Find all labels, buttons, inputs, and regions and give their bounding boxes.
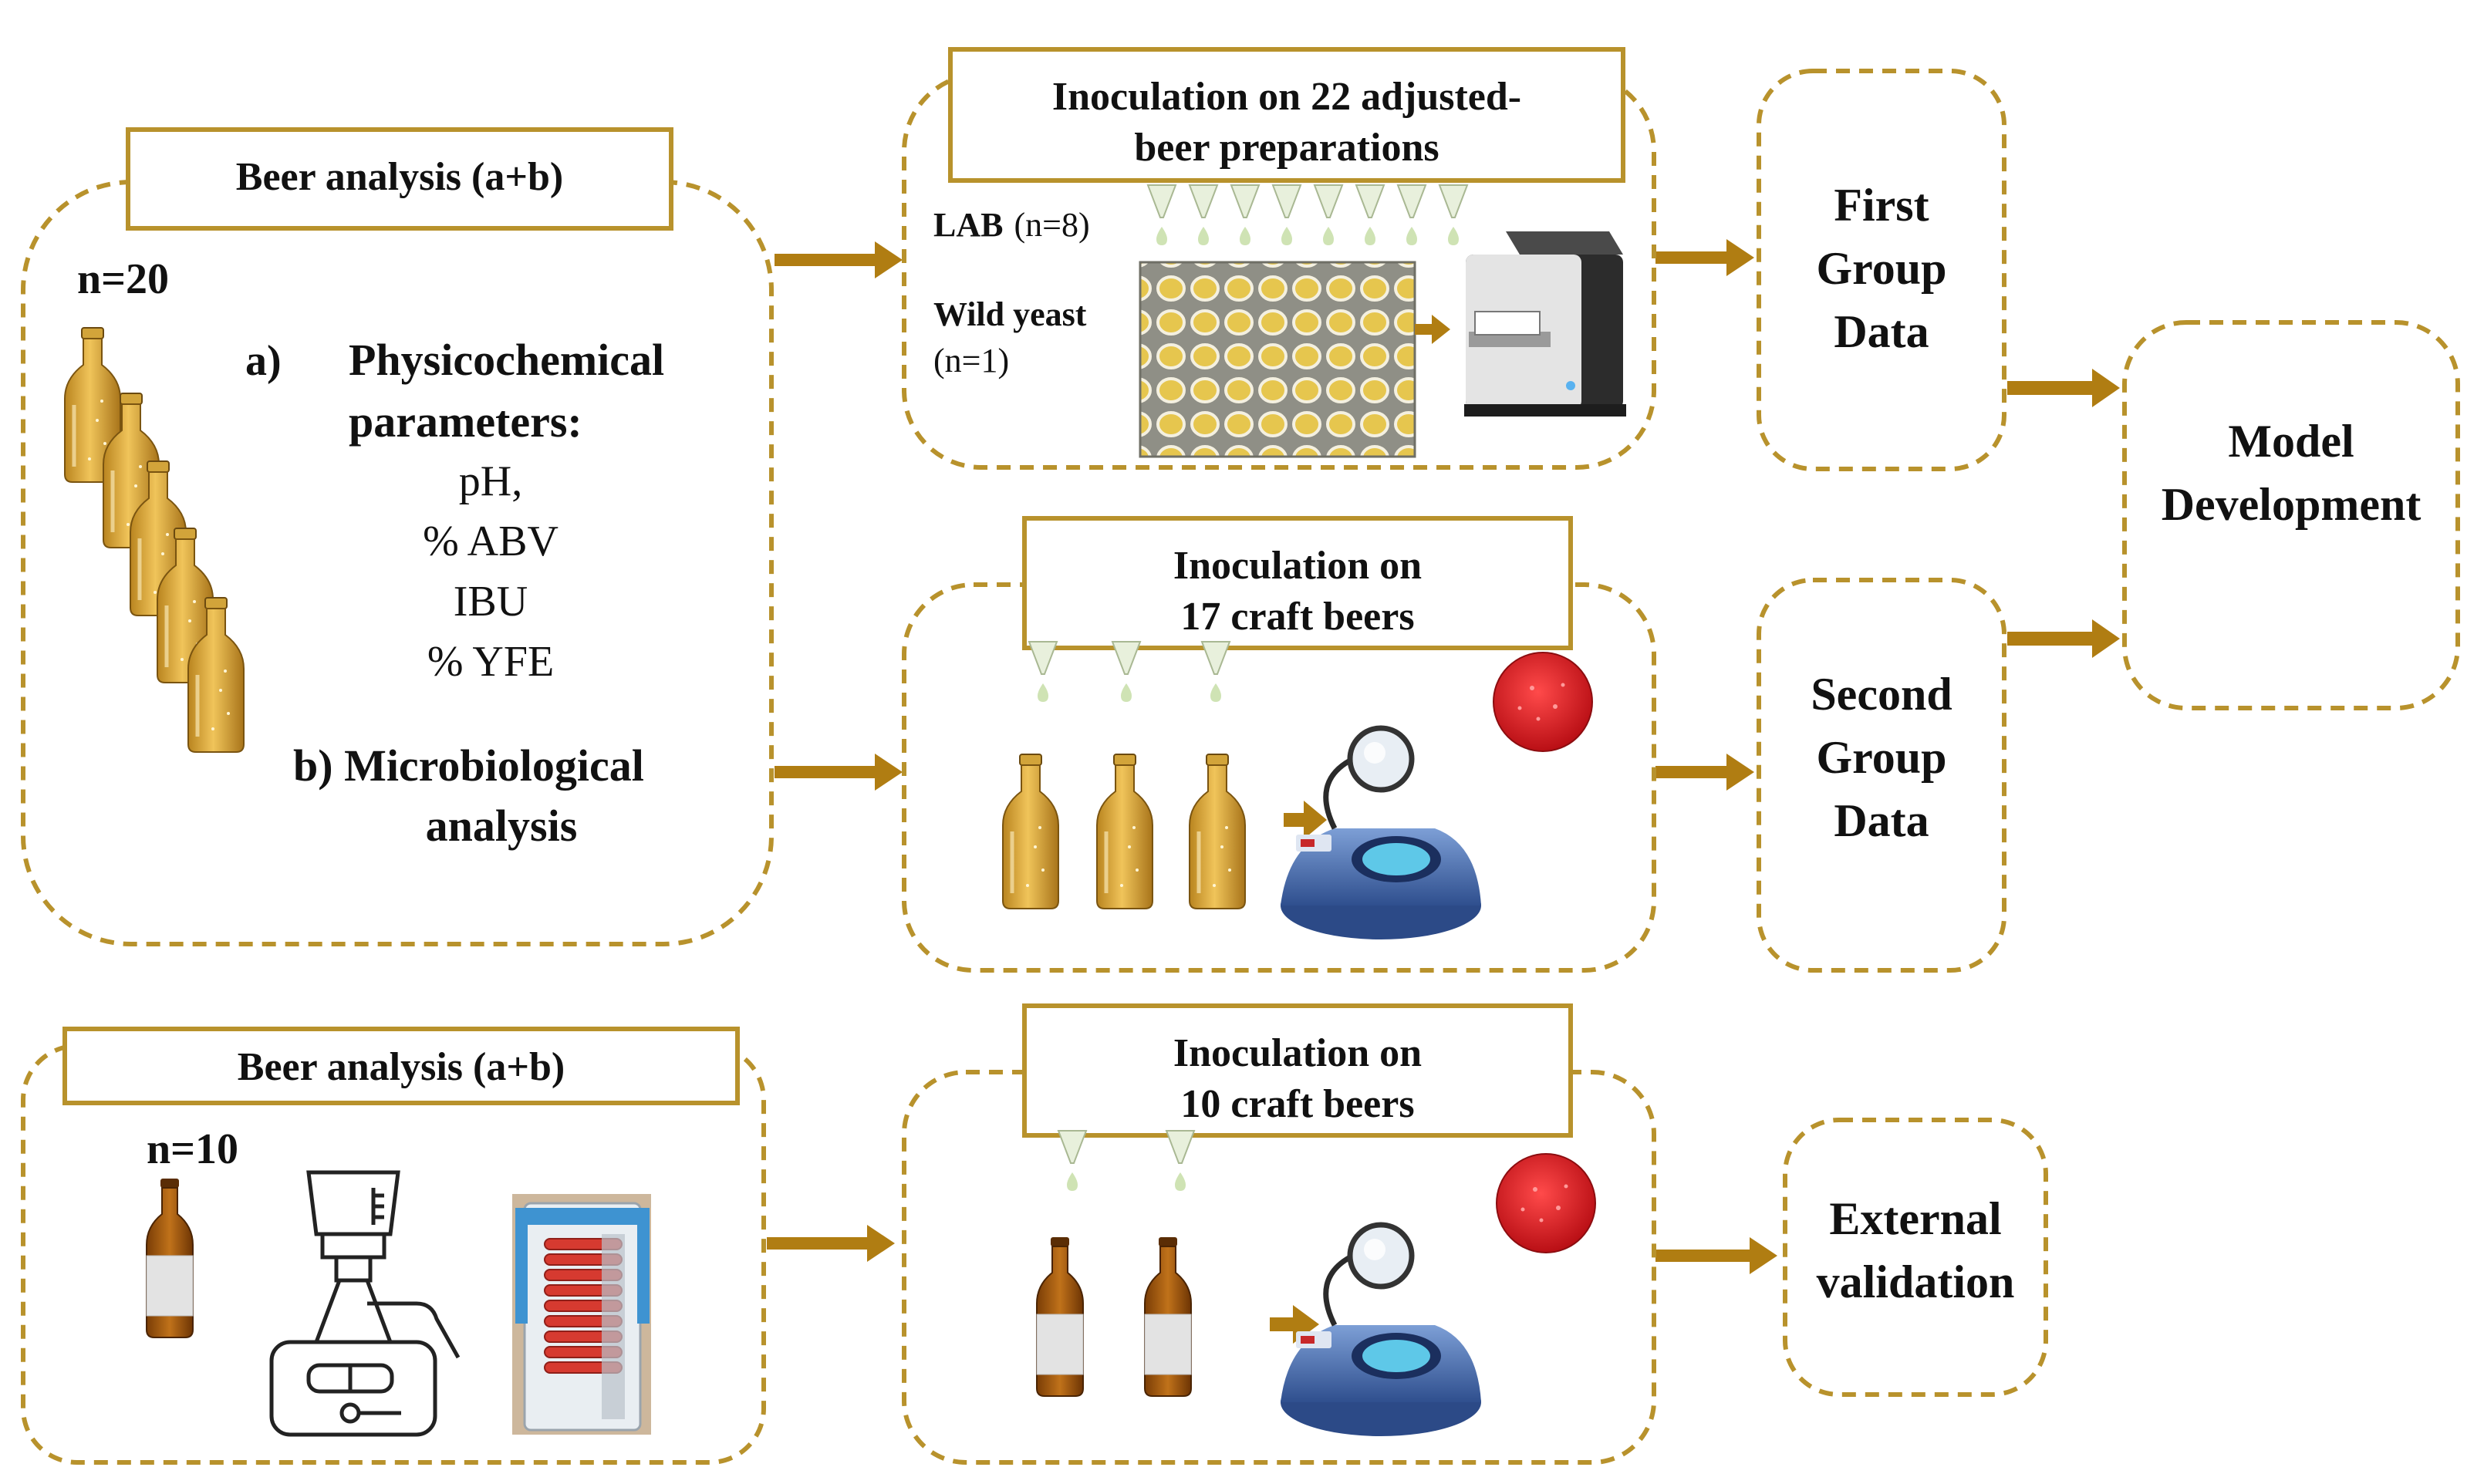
panel-title-box bbox=[1022, 516, 1573, 650]
second-group-line2: Group bbox=[1817, 732, 1947, 783]
param-abv: % ABV bbox=[423, 518, 559, 565]
lab-label: LAB bbox=[933, 206, 1003, 244]
box-frame bbox=[1757, 578, 2006, 973]
panel-title-line2: beer preparations bbox=[1134, 126, 1439, 170]
first-group-line1: First bbox=[1834, 180, 1929, 231]
panel-inoculation-22: Inoculation on 22 adjusted- beer prepara… bbox=[902, 47, 1656, 470]
first-group-line3: Data bbox=[1834, 306, 1929, 357]
lab-count: (n=8) bbox=[1014, 206, 1089, 244]
sample-size: n=10 bbox=[147, 1125, 238, 1173]
wild-yeast-count: (n=1) bbox=[933, 342, 1009, 379]
petri-dish-icon bbox=[1496, 1153, 1596, 1253]
item-a-title-line1: Physicochemical bbox=[349, 335, 664, 385]
item-b-title-line1: b) Microbiological bbox=[293, 740, 644, 791]
arrow-first-to-model bbox=[2007, 369, 2120, 407]
external-line1: External bbox=[1829, 1193, 2001, 1244]
param-ibu: IBU bbox=[454, 578, 528, 626]
panel-inoculation-17: Inoculation on 17 craft beers bbox=[902, 516, 1656, 973]
panel-title-line1: Inoculation on bbox=[1173, 1031, 1422, 1075]
model-line2: Development bbox=[2162, 479, 2422, 530]
plate-reader-icon bbox=[1464, 231, 1626, 417]
panel-title-line2: 10 craft beers bbox=[1180, 1082, 1414, 1126]
arrow-e-to-external bbox=[1655, 1237, 1777, 1274]
external-validation-box: External validation bbox=[1783, 1118, 2048, 1397]
first-group-line2: Group bbox=[1817, 243, 1947, 294]
box-frame bbox=[1757, 69, 2006, 471]
arrow-bottles-to-counter bbox=[1284, 801, 1327, 839]
petri-dish-icon bbox=[1493, 652, 1593, 752]
panel-title: Beer analysis (a+b) bbox=[238, 1045, 565, 1089]
second-group-line3: Data bbox=[1834, 795, 1929, 846]
arrows bbox=[767, 239, 2120, 1274]
panel-frame bbox=[21, 1044, 766, 1465]
box-frame bbox=[1783, 1118, 2048, 1397]
model-development-box: Model Development bbox=[2122, 320, 2460, 710]
arrow-d-to-e bbox=[767, 1225, 895, 1262]
panel-title-line2: 17 craft beers bbox=[1180, 595, 1414, 639]
arrow-a-to-c bbox=[775, 754, 903, 791]
item-b-title-line2: analysis bbox=[426, 801, 578, 851]
box-frame bbox=[2122, 320, 2460, 710]
second-group-data-box: Second Group Data bbox=[1757, 578, 2006, 973]
anaerobic-jar-icon bbox=[512, 1194, 651, 1435]
panel-title-box bbox=[948, 47, 1625, 183]
wild-yeast-label: Wild yeast bbox=[933, 295, 1087, 333]
panel-title-line1: Inoculation on bbox=[1173, 544, 1422, 588]
first-group-data-box: First Group Data bbox=[1757, 69, 2006, 471]
panel-title: Beer analysis (a+b) bbox=[236, 155, 563, 199]
panel-title-line1: Inoculation on 22 adjusted- bbox=[1052, 75, 1521, 119]
panel-title-box bbox=[62, 1027, 740, 1105]
panel-title-box bbox=[126, 127, 673, 231]
item-a-title-line2: parameters: bbox=[349, 396, 582, 447]
arrow-b-to-first bbox=[1655, 239, 1754, 276]
model-line1: Model bbox=[2228, 416, 2354, 467]
param-ph: pH, bbox=[459, 457, 522, 505]
external-line2: validation bbox=[1817, 1256, 2015, 1307]
panel-beer-analysis-20: Beer analysis (a+b) n=20 a) Physicochemi… bbox=[21, 127, 774, 946]
vacuum-filtration-icon bbox=[269, 1170, 461, 1437]
arrow-c-to-second bbox=[1655, 754, 1754, 791]
arrow-a-to-b bbox=[775, 241, 903, 278]
lab-label-line: LAB (n=8) bbox=[933, 206, 1090, 244]
arrow-plate-to-reader bbox=[1415, 315, 1450, 344]
item-a-marker: a) bbox=[245, 337, 282, 385]
panel-beer-analysis-10: Beer analysis (a+b) n=10 bbox=[21, 1027, 766, 1465]
microplate-icon bbox=[1139, 261, 1416, 458]
panel-inoculation-10: Inoculation on 10 craft beers bbox=[902, 1003, 1656, 1465]
second-group-line1: Second bbox=[1811, 669, 1952, 720]
arrow-second-to-model bbox=[2007, 619, 2120, 658]
panel-title-box bbox=[1022, 1003, 1573, 1138]
sample-size: n=20 bbox=[77, 255, 169, 303]
param-yfe: % YFE bbox=[427, 638, 554, 686]
